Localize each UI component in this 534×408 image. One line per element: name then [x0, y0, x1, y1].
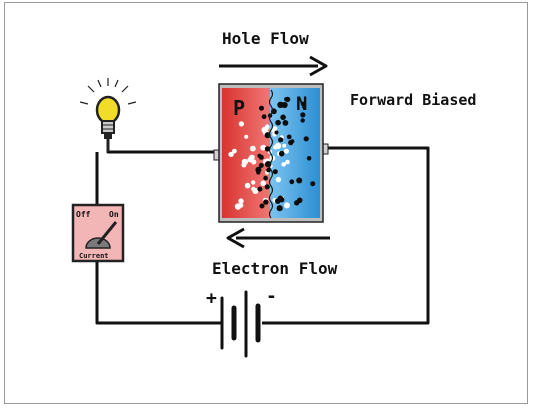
- electron-dot: [272, 169, 278, 175]
- hole-dots: [228, 121, 290, 210]
- hole-dot: [228, 151, 234, 158]
- hole-dot: [251, 180, 256, 185]
- electron-dots: [255, 96, 316, 212]
- electron-dot: [263, 175, 268, 181]
- hole-dot: [249, 154, 255, 161]
- electron-dot: [300, 112, 306, 118]
- hole-dot: [244, 134, 249, 139]
- electron-dot: [290, 139, 295, 144]
- electron-dot: [257, 186, 263, 192]
- hole-dot: [238, 198, 244, 204]
- hole-dot: [250, 145, 256, 152]
- electron-dot: [280, 114, 286, 121]
- electron-dot: [277, 101, 284, 109]
- switch-on-label: On: [109, 210, 119, 219]
- switch-off-label: Off: [76, 210, 91, 219]
- switch-icon: Off On Current: [71, 203, 125, 263]
- hole-dot: [232, 148, 237, 154]
- battery-minus-label: -: [266, 286, 277, 307]
- hole-dot: [274, 142, 282, 150]
- hole-dot: [283, 202, 290, 209]
- battery-icon: [220, 290, 261, 358]
- hole-dot: [283, 148, 289, 154]
- electron-dot: [300, 118, 305, 123]
- pn-junction: P N: [213, 83, 329, 223]
- hole-dot: [260, 180, 267, 187]
- electron-dot: [259, 105, 264, 111]
- electron-flow-arrow: [226, 227, 330, 249]
- electron-dot: [264, 184, 270, 190]
- wire-switch-to-bottom: [95, 260, 222, 325]
- hole-dot: [282, 143, 287, 148]
- electron-dot: [279, 197, 285, 203]
- electron-dot: [257, 153, 262, 158]
- hole-dot: [244, 182, 251, 189]
- electron-dot: [276, 205, 283, 212]
- electron-dot: [286, 134, 292, 140]
- electron-dot: [256, 170, 261, 175]
- electron-dot: [261, 114, 267, 120]
- electron-dot: [289, 179, 295, 185]
- electron-dot: [258, 163, 264, 168]
- light-bulb-icon: [79, 78, 137, 152]
- hole-flow-label: Hole Flow: [222, 29, 309, 48]
- electron-dot: [310, 181, 316, 187]
- hole-dot: [238, 203, 244, 208]
- electron-dot: [263, 199, 269, 205]
- hole-dot: [281, 162, 287, 167]
- electron-dot: [259, 203, 265, 209]
- hole-dot: [275, 176, 282, 183]
- electron-dot: [303, 136, 309, 142]
- forward-biased-label: Forward Biased: [350, 91, 476, 109]
- p-region-label: P: [233, 96, 245, 120]
- battery-plus-label: +: [206, 288, 217, 309]
- switch-caption: Current: [79, 252, 109, 260]
- hole-dot: [241, 162, 247, 168]
- wire-battery-to-right: [262, 146, 430, 325]
- hole-dot: [285, 159, 290, 165]
- electron-dot: [278, 137, 284, 143]
- electron-dot: [278, 150, 285, 157]
- junction-boundary: [268, 89, 274, 219]
- hole-dot: [252, 188, 259, 194]
- hole-dot: [260, 144, 267, 151]
- hole-dot: [238, 121, 244, 127]
- electron-dot: [275, 119, 281, 126]
- electron-dot: [306, 156, 312, 161]
- electron-flow-label: Electron Flow: [212, 259, 338, 278]
- hole-dot: [264, 125, 270, 131]
- electron-dot: [296, 177, 303, 184]
- electron-dot: [282, 120, 289, 126]
- electron-dot: [300, 101, 306, 107]
- electron-dot: [264, 146, 271, 152]
- electron-dot: [294, 200, 300, 206]
- hole-flow-arrow: [219, 55, 328, 77]
- wire-top-left: [106, 150, 218, 154]
- electron-dot: [274, 130, 279, 135]
- electron-dot: [284, 97, 289, 102]
